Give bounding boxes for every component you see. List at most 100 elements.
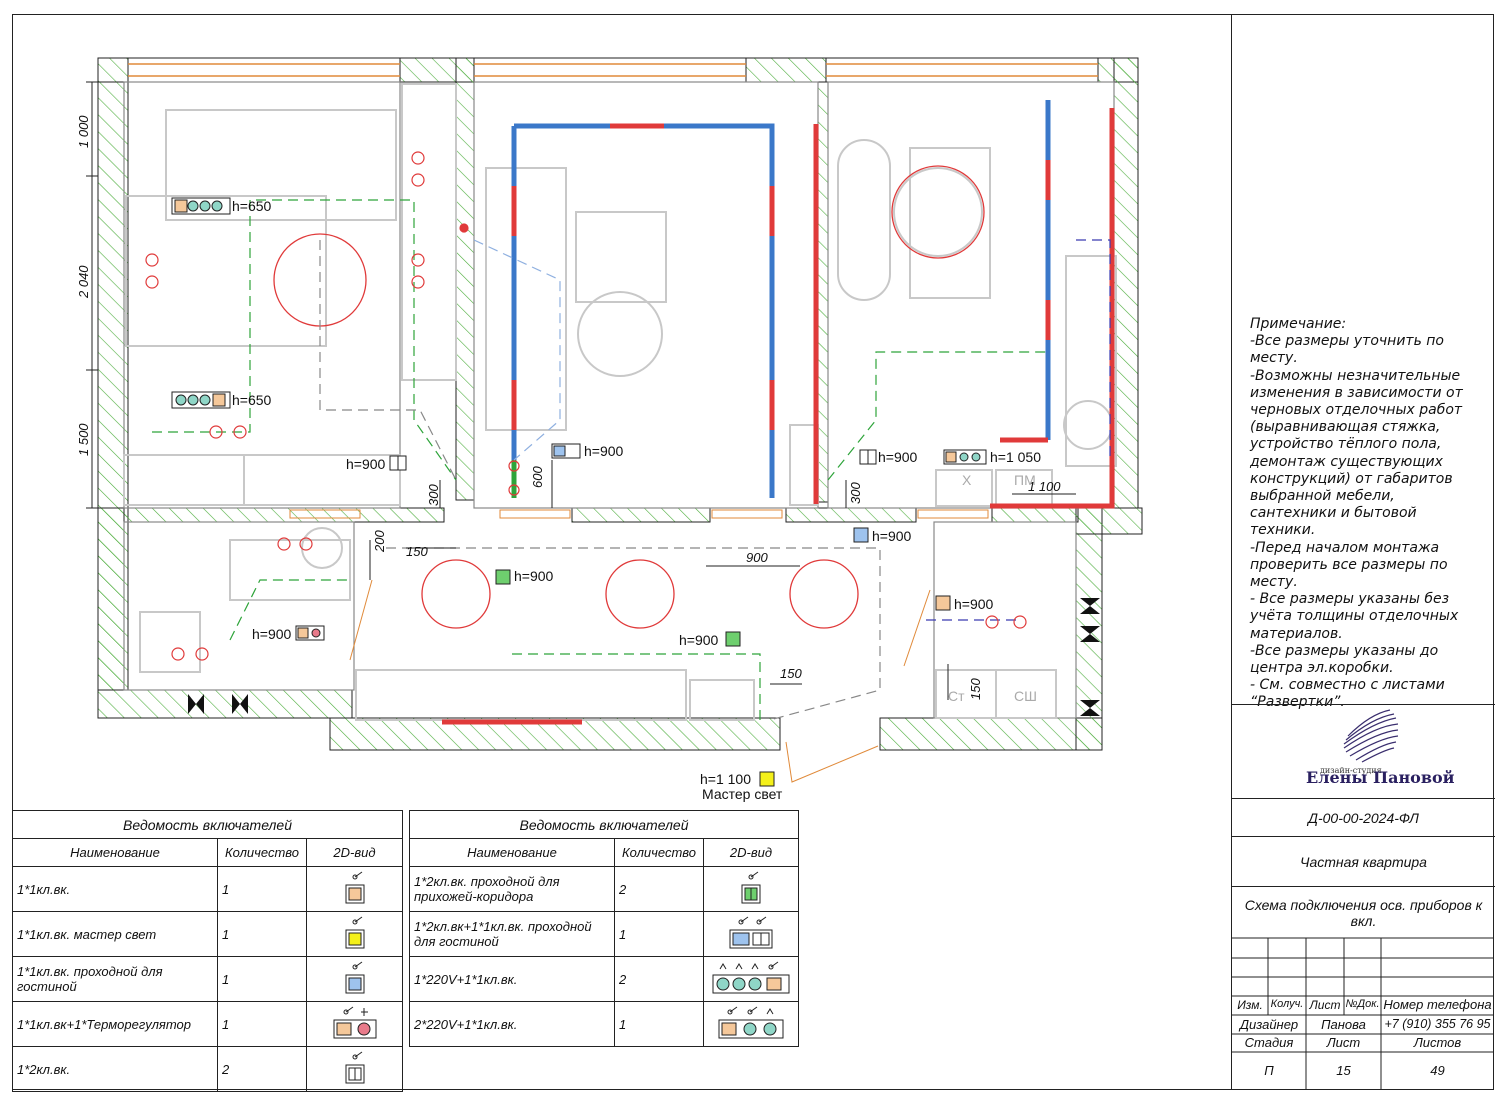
table1-header-qty: Количество	[217, 838, 307, 867]
row-name: 1*1кл.вк. мастер свет	[12, 911, 218, 957]
label-h900-bath: h=900	[252, 626, 292, 642]
switch-2-white-icon	[306, 1046, 403, 1092]
table1-header-view: 2D-вид	[306, 838, 403, 867]
label-h900-hall: h=900	[514, 568, 554, 584]
spot-lights	[145, 151, 1027, 661]
table-row: 1*2кл.вк. проходной для прихожей-коридор…	[409, 866, 799, 912]
table1-caption: Ведомость включателей	[12, 810, 403, 839]
col-koluch: Колуч.	[1270, 998, 1304, 1010]
row-name: 2*220V+1*1кл.вк.	[409, 1001, 615, 1047]
table-row: 1*2кл.вк. 2	[12, 1046, 403, 1092]
note-line: -Перед началом монтажа проверить все раз…	[1250, 539, 1452, 591]
switch-schedule-2: Ведомость включателей Наименование Колич…	[409, 810, 799, 1047]
row-name: 1*1кл.вк.	[12, 866, 218, 912]
note-line: - См. совместно с листами “Развертки”.	[1250, 677, 1450, 711]
title-block: Д-00-00-2024-ФЛ Частная квартира Схема п…	[1231, 14, 1495, 1090]
col-list: Лист	[1309, 998, 1341, 1012]
table2-header-qty: Количество	[614, 838, 704, 867]
windows	[128, 63, 1098, 77]
label-h900-bedroom: h=900	[346, 456, 386, 472]
switch-2-blue-white-icon	[703, 911, 799, 957]
col-phone: Номер телефона	[1383, 997, 1492, 1012]
table-row: 1*1кл.вк. мастер свет 1	[12, 911, 403, 957]
row-qty: 1	[217, 866, 307, 912]
project-name: Частная квартира	[1232, 836, 1495, 886]
switch-thermostat-icon	[306, 1001, 403, 1047]
sheet-label: Лист	[1326, 1035, 1361, 1050]
dim-150-hall: 150	[406, 544, 428, 559]
table-row: 1*1кл.вк+1*Терморегулятор 1	[12, 1001, 403, 1047]
table1-header-name: Наименование	[12, 838, 218, 867]
label-h650-bottom: h=650	[232, 392, 272, 408]
row-name: 1*2кл.вк. проходной для прихожей-коридор…	[409, 866, 615, 912]
designer-phone: +7 (910) 355 76 95	[1384, 1017, 1491, 1031]
row-name: 1*1кл.вк. проходной для гостиной	[12, 956, 218, 1002]
sheets-value: 49	[1430, 1063, 1445, 1078]
row-name: 1*2кл.вк.	[12, 1046, 218, 1092]
designer-name: Панова	[1321, 1017, 1366, 1032]
label-h900-kitchen-switch: h=900	[872, 528, 912, 544]
table2-header-name: Наименование	[409, 838, 615, 867]
dim-1100: 1 100	[1028, 479, 1061, 494]
logo-name: Елены Пановой	[1306, 768, 1455, 787]
row-qty: 1	[217, 1001, 307, 1047]
switch-socket-2-icon	[703, 1001, 799, 1047]
table-row: 1*2кл.вк+1*1кл.вк. проходной для гостино…	[409, 911, 799, 957]
drawing-code: Д-00-00-2024-ФЛ	[1232, 798, 1495, 836]
notes: Примечание: -Все размеры уточнить по мес…	[1250, 316, 1478, 712]
studio-logo-icon	[1343, 709, 1399, 763]
note-line: -Все размеры указаны до центра эл.коробк…	[1250, 642, 1443, 677]
note-line: -Возможны незначительные изменения в зав…	[1250, 367, 1468, 539]
table-row: 1*1кл.вк. проходной для гостиной 1	[12, 956, 403, 1002]
note-line: -Все размеры уточнить по месту.	[1250, 333, 1449, 367]
table-row: 2*220V+1*1кл.вк. 1	[409, 1001, 799, 1047]
sheet-title: Схема подключения осв. приборов к вкл.	[1232, 886, 1495, 938]
logo-subtitle: дизайн-студия	[1320, 766, 1382, 775]
led-strips	[442, 100, 1115, 725]
doors	[289, 509, 989, 783]
socket-3-switch-icon	[703, 956, 799, 1002]
row-qty: 1	[614, 1001, 704, 1047]
table-row: 1*1кл.вк. 1	[12, 866, 403, 912]
appliance-pm: ПМ	[1014, 472, 1036, 488]
table2-header-view: 2D-вид	[703, 838, 799, 867]
appliance-x: Х	[962, 472, 972, 488]
dimension-lines	[86, 81, 1076, 700]
label-h900-hall2: h=900	[679, 632, 719, 648]
label-h900-corridor: h=900	[954, 596, 994, 612]
stage-label: Стадия	[1244, 1035, 1294, 1050]
switch-schedule-1: Ведомость включателей Наименование Колич…	[12, 810, 403, 1092]
sheet-value: 15	[1336, 1063, 1351, 1078]
dim-900: 900	[746, 550, 768, 565]
table-row: 1*220V+1*1кл.вк. 2	[409, 956, 799, 1002]
row-qty: 1	[217, 956, 307, 1002]
note-line: Примечание:	[1250, 316, 1347, 332]
label-h900-kitchen-door: h=900	[878, 449, 918, 465]
switch-2-green-icon	[703, 866, 799, 912]
row-name: 1*1кл.вк+1*Терморегулятор	[12, 1001, 218, 1047]
stage-value: П	[1264, 1063, 1274, 1078]
plan-switches	[171, 197, 987, 787]
row-name: 1*220V+1*1кл.вк.	[409, 956, 615, 1002]
row-name: 1*2кл.вк+1*1кл.вк. проходной для гостино…	[409, 911, 615, 957]
switch-1-blue-icon	[306, 956, 403, 1002]
switch-1-yellow-icon	[306, 911, 403, 957]
row-qty: 1	[614, 911, 704, 957]
col-doc: №Док.	[1345, 998, 1380, 1010]
designer-label: Дизайнер	[1239, 1017, 1299, 1032]
label-h1100: h=1 100	[700, 771, 751, 787]
dim-150-entry: 150	[780, 666, 802, 681]
sheets-label: Листов	[1413, 1035, 1462, 1050]
switch-1-orange-icon	[306, 866, 403, 912]
label-h650-top: h=650	[232, 198, 272, 214]
walls	[97, 57, 1143, 751]
appliance-st: Ст	[948, 688, 965, 704]
table2-caption: Ведомость включателей	[409, 810, 799, 839]
title-block-logo-cell	[1232, 704, 1495, 798]
drawing-frame	[12, 14, 1494, 1090]
appliance-sh: СШ	[1014, 688, 1037, 704]
col-izm: Изм.	[1237, 998, 1263, 1012]
row-qty: 2	[217, 1046, 307, 1092]
